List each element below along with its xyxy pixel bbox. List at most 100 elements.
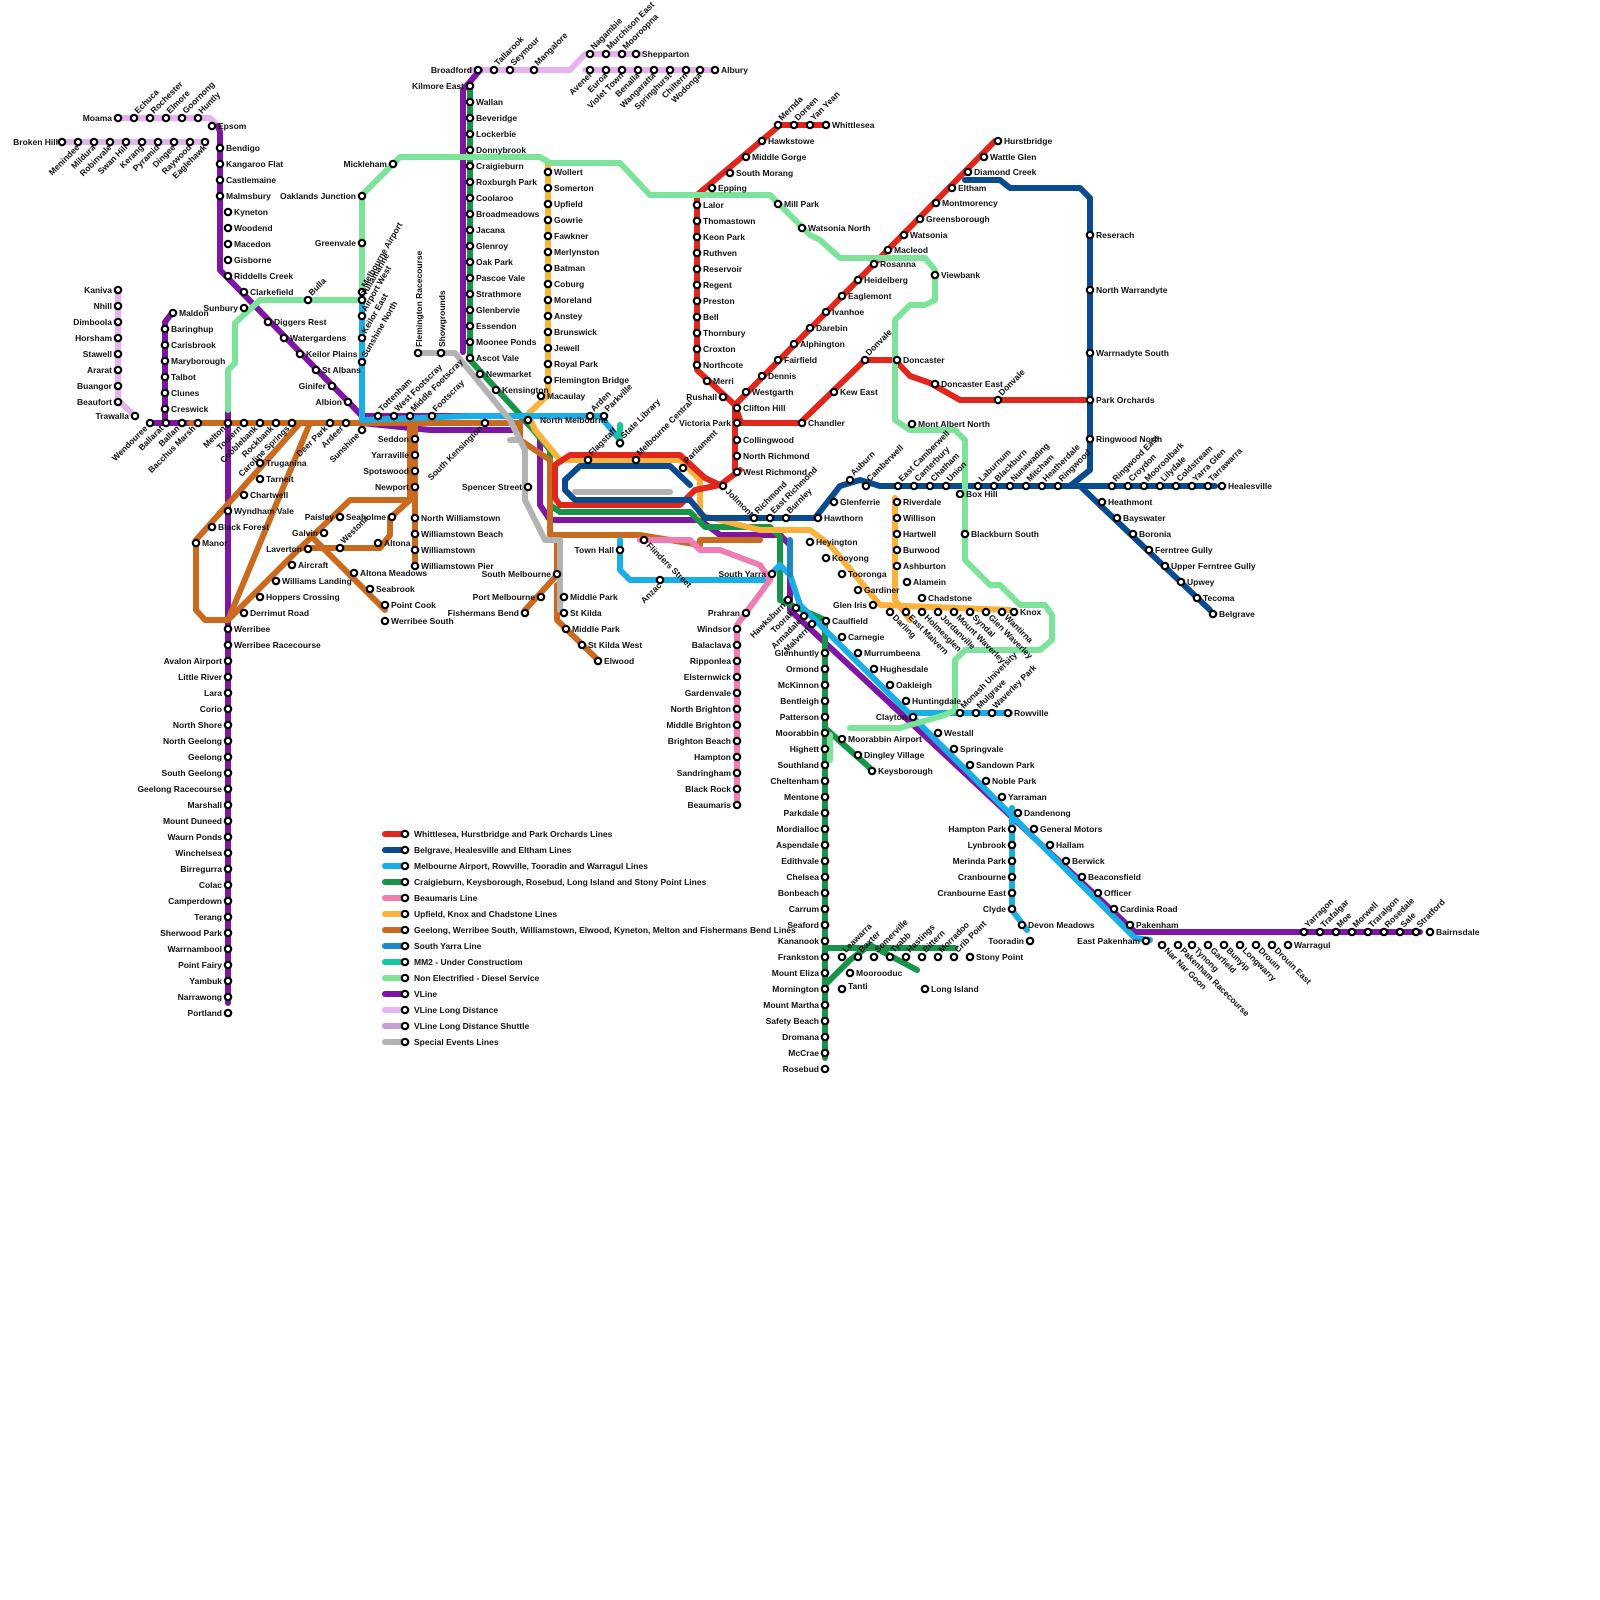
station-tooronga[interactable]: Tooronga (837, 569, 887, 579)
station-wollert[interactable]: Wollert (543, 167, 583, 177)
station-marker[interactable] (869, 259, 879, 269)
station-marker[interactable] (678, 463, 688, 473)
station-marker[interactable] (601, 49, 611, 59)
station-marker[interactable] (325, 418, 335, 428)
station-royal-park[interactable]: Royal Park (543, 359, 598, 369)
station-maryborough[interactable]: Maryborough (160, 356, 226, 366)
station-marker[interactable] (239, 287, 249, 297)
station-portland[interactable]: Portland (188, 1008, 233, 1018)
station-marker[interactable] (820, 1016, 830, 1026)
station-marker[interactable] (223, 880, 233, 890)
station-marker[interactable] (853, 952, 863, 962)
station-hampton[interactable]: Hampton (694, 752, 742, 762)
station-marker[interactable] (223, 768, 233, 778)
station-marker[interactable] (585, 49, 595, 59)
station-marker[interactable] (295, 349, 305, 359)
station-marker[interactable] (193, 113, 203, 123)
station-marker[interactable] (137, 137, 147, 147)
station-marker[interactable] (465, 353, 475, 363)
station-marker[interactable] (799, 611, 809, 621)
station-albion[interactable]: Albion (316, 397, 353, 407)
station-narrawong[interactable]: Narrawong (178, 992, 233, 1002)
station-north-williamstown[interactable]: North Williamstown (410, 513, 500, 523)
station-mill-park[interactable]: Mill Park (773, 199, 819, 209)
station-marker[interactable] (223, 656, 233, 666)
station-macedon[interactable]: Macedon (223, 239, 271, 249)
station-port-melbourne[interactable]: Port Melbourne (473, 592, 546, 602)
station-marker[interactable] (145, 418, 155, 428)
station-marker[interactable] (649, 65, 659, 75)
station-yarraville[interactable]: Yarraville (371, 450, 420, 460)
station-marker[interactable] (791, 603, 801, 613)
station-somerton[interactable]: Somerton (543, 183, 594, 193)
station-parkdale[interactable]: Parkdale (784, 808, 830, 818)
station-marker[interactable] (933, 952, 943, 962)
station-marker[interactable] (892, 529, 902, 539)
station-marker[interactable] (465, 337, 475, 347)
station-point-fairy[interactable]: Point Fairy (178, 960, 233, 970)
station-marker[interactable] (710, 65, 720, 75)
station-marker[interactable] (436, 348, 446, 358)
station-marker[interactable] (357, 238, 367, 248)
station-werribee[interactable]: Werribee (223, 624, 271, 634)
station-flemington-racecourse[interactable]: Flemington Racecourse (413, 250, 424, 358)
station-devon-meadows[interactable]: Devon Meadows (1017, 920, 1095, 930)
station-bendigo[interactable]: Bendigo (215, 143, 260, 153)
station-marker[interactable] (239, 490, 249, 500)
station-marker[interactable] (389, 411, 399, 421)
station-wattle-glen[interactable]: Wattle Glen (979, 152, 1037, 162)
station-marker[interactable] (319, 528, 329, 538)
station-west-richmond[interactable]: West Richmond (732, 467, 807, 477)
station-marker[interactable] (543, 167, 553, 177)
station-marker[interactable] (732, 672, 742, 682)
station-marker[interactable] (820, 840, 830, 850)
station-marker[interactable] (971, 708, 981, 718)
station-marker[interactable] (223, 207, 233, 217)
station-tooradin[interactable]: Tooradin (988, 936, 1035, 946)
station-kananook[interactable]: Kananook (778, 936, 830, 946)
station-marker[interactable] (1037, 481, 1047, 491)
station-keilor-plains[interactable]: Keilor Plains (295, 349, 358, 359)
station-marker[interactable] (593, 656, 603, 666)
station-marker[interactable] (465, 81, 475, 91)
station-beveridge[interactable]: Beveridge (465, 113, 518, 123)
station-birregurra[interactable]: Birregurra (180, 864, 233, 874)
station-marker[interactable] (255, 474, 265, 484)
station-marker[interactable] (388, 159, 398, 169)
station-marker[interactable] (373, 538, 383, 548)
station-albury[interactable]: Albury (710, 65, 748, 75)
station-marker[interactable] (965, 760, 975, 770)
station-watergardens[interactable]: Watergardens (279, 333, 347, 343)
station-marker[interactable] (239, 303, 249, 313)
station-watsonia[interactable]: Watsonia (899, 230, 948, 240)
station-marker[interactable] (837, 569, 847, 579)
station-marker[interactable] (692, 248, 702, 258)
station-marker[interactable] (465, 273, 475, 283)
station-marker[interactable] (145, 113, 155, 123)
station-marker[interactable] (1025, 936, 1035, 946)
station-williamstown-beach[interactable]: Williamstown Beach (410, 529, 503, 539)
station-marker[interactable] (161, 418, 171, 428)
station-marker[interactable] (465, 289, 475, 299)
station-cheltenham[interactable]: Cheltenham (770, 776, 830, 786)
station-marker[interactable] (749, 513, 759, 523)
station-marker[interactable] (853, 648, 863, 658)
station-marker[interactable] (899, 230, 909, 240)
station-cranbourne-east[interactable]: Cranbourne East (938, 888, 1017, 898)
station-marker[interactable] (1085, 230, 1095, 240)
station-marker[interactable] (215, 159, 225, 169)
station-diamond-creek[interactable]: Diamond Creek (963, 167, 1037, 177)
station-marker[interactable] (732, 467, 742, 477)
station-marker[interactable] (113, 349, 123, 359)
station-marker[interactable] (160, 324, 170, 334)
station-galvin[interactable]: Galvin (292, 528, 329, 538)
station-marker[interactable] (925, 481, 935, 491)
station-marker[interactable] (1425, 927, 1435, 937)
station-manor[interactable]: Manor (191, 538, 228, 548)
station-stony-point[interactable]: Stony Point (965, 952, 1024, 962)
station-middle-park[interactable]: Middle Park (559, 592, 618, 602)
station-middle-park[interactable]: Middle Park (561, 624, 620, 634)
station-newport[interactable]: Newport (375, 482, 420, 492)
station-marker[interactable] (931, 198, 941, 208)
station-marker[interactable] (947, 183, 957, 193)
